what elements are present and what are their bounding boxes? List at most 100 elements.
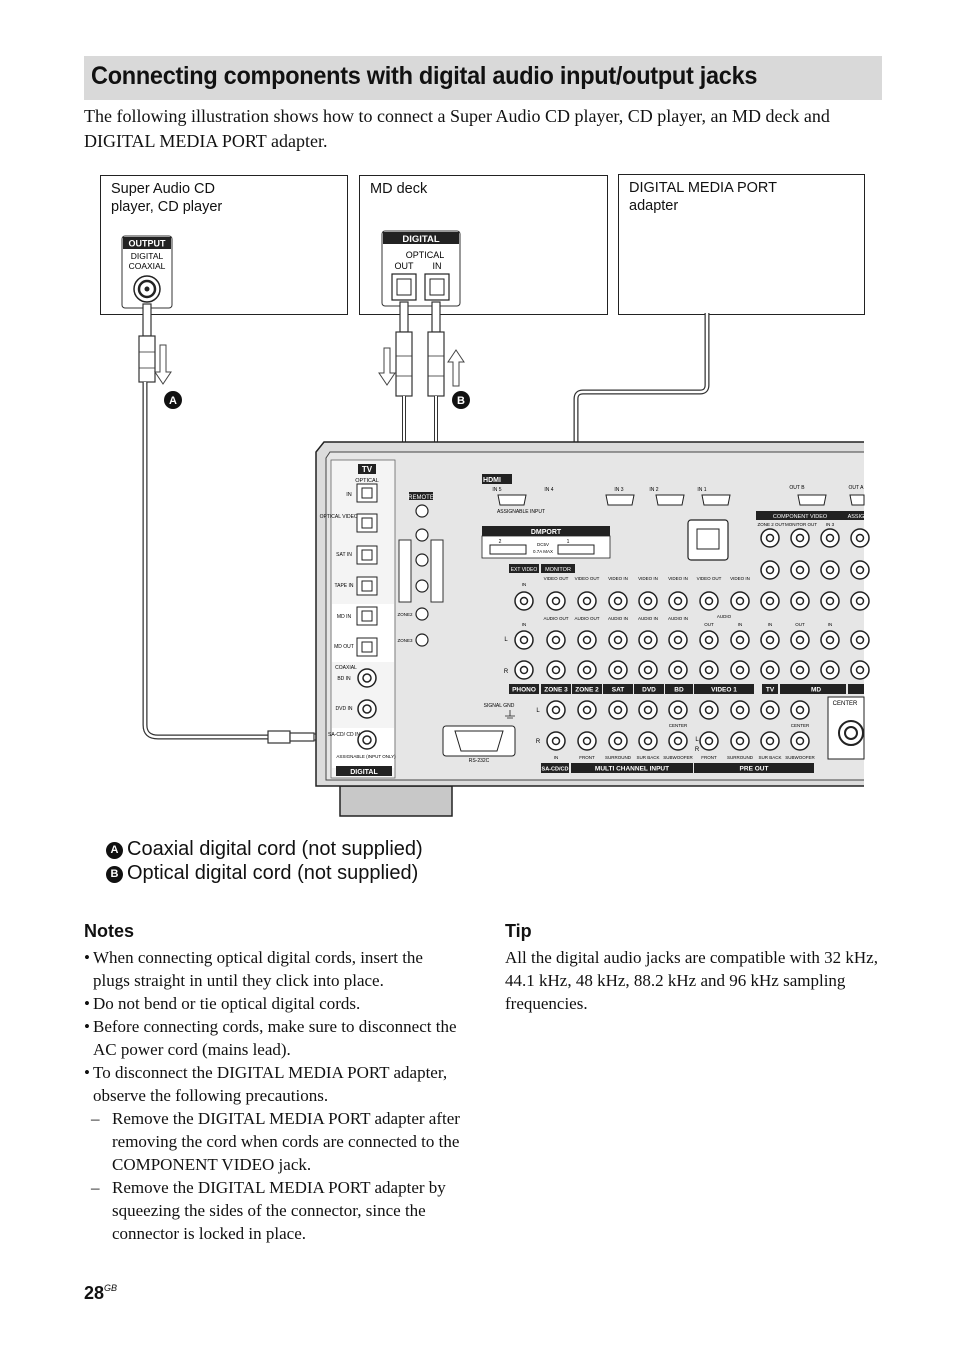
rca-jack-center	[765, 635, 775, 645]
rca-jack-center	[673, 736, 683, 746]
rca-jack-center	[582, 635, 592, 645]
rca-jack-center	[613, 596, 623, 606]
badge-a: A	[106, 842, 123, 859]
svg-text:R: R	[536, 739, 541, 745]
svg-text:IN 3: IN 3	[826, 522, 835, 527]
svg-text:HDMI: HDMI	[483, 477, 501, 484]
rca-jack-center	[795, 565, 805, 575]
svg-text:SAT IN: SAT IN	[336, 552, 352, 558]
rca-jack-center	[855, 533, 865, 543]
svg-text:AUDIO IN: AUDIO IN	[638, 616, 658, 621]
svg-text:BD: BD	[674, 687, 684, 694]
svg-text:B: B	[457, 395, 465, 407]
rca-jack-center	[704, 665, 714, 675]
intro-paragraph: The following illustration shows how to …	[84, 106, 830, 151]
rca-jack-center	[825, 635, 835, 645]
svg-text:IN: IN	[433, 261, 442, 271]
svg-text:BD IN: BD IN	[337, 676, 351, 682]
rca-jack-center	[735, 665, 745, 675]
rca-jack-center	[643, 705, 653, 715]
svg-text:DIGITAL: DIGITAL	[402, 234, 439, 245]
svg-text:SAT: SAT	[612, 687, 625, 694]
svg-text:AUDIO OUT: AUDIO OUT	[574, 616, 599, 621]
svg-text:IN: IN	[522, 582, 527, 587]
rca-jack-center	[855, 665, 865, 675]
tip-heading: Tip	[505, 921, 532, 941]
svg-text:MULTI CHANNEL INPUT: MULTI CHANNEL INPUT	[595, 766, 669, 773]
rca-jack-center	[735, 736, 745, 746]
svg-text:VIDEO OUT: VIDEO OUT	[575, 576, 600, 581]
rca-jack-center	[735, 635, 745, 645]
svg-text:FRONT: FRONT	[701, 755, 717, 760]
legend-a-text: Coaxial digital cord (not supplied)	[127, 838, 423, 860]
svg-text:VIDEO OUT: VIDEO OUT	[544, 576, 569, 581]
note-item: To disconnect the DIGITAL MEDIA PORT ada…	[84, 1061, 464, 1107]
svg-text:ZONE3: ZONE3	[397, 638, 413, 643]
svg-text:EXT VIDEO: EXT VIDEO	[511, 567, 538, 573]
note-item: Before connecting cords, make sure to di…	[84, 1015, 464, 1061]
rca-jack-center	[704, 705, 714, 715]
rca-jack-center	[673, 665, 683, 675]
svg-text:RS-232C: RS-232C	[469, 758, 490, 764]
rca-jack-center	[643, 635, 653, 645]
rca-jack-center	[735, 596, 745, 606]
badge-b: B	[106, 866, 123, 883]
svg-text:VIDEO IN: VIDEO IN	[608, 576, 628, 581]
svg-text:MD OUT: MD OUT	[334, 644, 354, 650]
svg-text:A: A	[169, 395, 177, 407]
rca-jack-center	[519, 665, 529, 675]
svg-text:L: L	[695, 737, 699, 743]
svg-text:DVD IN: DVD IN	[336, 706, 353, 712]
svg-text:TV: TV	[766, 687, 775, 694]
svg-text:IN 1: IN 1	[697, 487, 706, 493]
svg-text:AUDIO IN: AUDIO IN	[668, 616, 688, 621]
callout-b: B	[452, 391, 470, 409]
svg-text:COAXIAL: COAXIAL	[335, 665, 357, 671]
svg-text:DIGITAL: DIGITAL	[350, 769, 378, 776]
note-item: When connecting optical digital cords, i…	[84, 946, 464, 992]
notes-list: When connecting optical digital cords, i…	[84, 946, 464, 1245]
rca-jack-center	[704, 736, 714, 746]
page-number: 28GB	[84, 1283, 118, 1303]
dmport-adapter-box: DIGITAL MEDIA PORT adapter	[618, 174, 865, 315]
svg-text:AUDIO IN: AUDIO IN	[608, 616, 628, 621]
svg-text:OUT B: OUT B	[789, 485, 805, 491]
rca-jack-center	[519, 635, 529, 645]
svg-text:R: R	[504, 669, 509, 675]
md-optical-panel: DIGITAL OPTICAL OUT IN	[381, 230, 461, 307]
receiver-rear-panel: TV OPTICAL IN OPTICAL VIDEO 1 IN SAT IN …	[315, 441, 870, 817]
rca-jack-center	[582, 705, 592, 715]
svg-text:OUT A: OUT A	[849, 485, 865, 491]
svg-text:IN: IN	[738, 622, 743, 627]
svg-text:SA-CD/CD: SA-CD/CD	[542, 767, 569, 773]
svg-text:DIGITAL: DIGITAL	[131, 251, 164, 261]
svg-text:CENTER: CENTER	[791, 723, 810, 728]
legend-b-text: Optical digital cord (not supplied)	[127, 862, 419, 884]
rca-jack-center	[795, 635, 805, 645]
svg-text:COAXIAL: COAXIAL	[129, 261, 166, 271]
rca-jack-center	[735, 705, 745, 715]
svg-text:MONITOR: MONITOR	[545, 567, 571, 573]
svg-text:MD: MD	[811, 687, 821, 694]
svg-text:IN: IN	[346, 492, 352, 498]
rca-jack-center	[582, 665, 592, 675]
rca-jack-center	[613, 635, 623, 645]
svg-text:ZONE 3: ZONE 3	[544, 687, 568, 694]
rca-jack-center	[643, 665, 653, 675]
svg-text:FRONT: FRONT	[579, 755, 595, 760]
svg-text:IN 3: IN 3	[614, 487, 623, 493]
svg-text:1: 1	[567, 539, 570, 545]
rca-jack-center	[643, 736, 653, 746]
svg-text:TV: TV	[362, 465, 373, 474]
rca-jack-center	[673, 596, 683, 606]
svg-text:ZONE2: ZONE2	[397, 612, 413, 617]
note-subitem: Remove the DIGITAL MEDIA PORT adapter by…	[84, 1176, 464, 1245]
svg-text:REMOTE: REMOTE	[408, 495, 434, 501]
rca-jack-center	[825, 596, 835, 606]
tip-text: All the digital audio jacks are compatib…	[505, 948, 878, 1013]
sacd-player-label: Super Audio CD player, CD player	[111, 181, 223, 215]
svg-text:VIDEO 1: VIDEO 1	[711, 687, 737, 694]
svg-text:SA-CD/ CD IN: SA-CD/ CD IN	[328, 732, 360, 738]
rca-jack-center	[643, 596, 653, 606]
